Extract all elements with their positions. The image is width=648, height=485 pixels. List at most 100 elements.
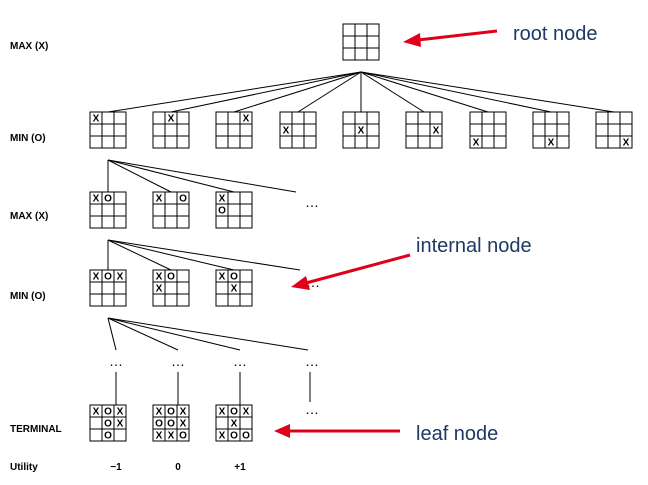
level-label-terminal: TERMINAL <box>10 424 62 435</box>
edge-root-child <box>360 71 425 113</box>
o-mark: O <box>104 419 112 430</box>
edge-min1-more <box>107 159 297 193</box>
edge-root-child <box>360 71 552 113</box>
board-frame <box>215 269 253 307</box>
edge-root-child <box>170 71 362 113</box>
edge-min2-child <box>107 317 309 351</box>
x-mark: X <box>93 194 100 205</box>
level-label-min-2: MIN (O) <box>10 291 46 302</box>
x-mark: X <box>168 114 175 125</box>
level-label-utility: Utility <box>10 462 38 473</box>
x-mark: X <box>156 431 163 442</box>
x-mark: X <box>231 284 238 295</box>
x-mark: X <box>231 419 238 430</box>
min1-board-5: X <box>342 111 380 149</box>
o-mark: O <box>104 407 112 418</box>
ellipsis-terminal: … <box>305 401 319 417</box>
board-frame <box>532 111 570 149</box>
min1-board-1: X <box>89 111 127 149</box>
edge-root-child <box>360 71 615 113</box>
arrow-internal-node <box>291 253 411 290</box>
edge-root-child <box>233 71 362 113</box>
edge-root-child <box>297 71 362 113</box>
x-mark: X <box>180 407 187 418</box>
edge-max2-child <box>107 239 235 271</box>
min1-board-9: X <box>595 111 633 149</box>
board-frame <box>152 111 190 149</box>
o-mark: O <box>167 419 175 430</box>
ellipsis-path-2: … <box>171 353 185 369</box>
board-frame <box>469 111 507 149</box>
o-mark: O <box>155 419 163 430</box>
x-mark: X <box>180 419 187 430</box>
board-frame <box>152 404 190 442</box>
arrow-leaf-node <box>274 424 400 438</box>
board-frame <box>89 269 127 307</box>
x-mark: X <box>243 114 250 125</box>
board-frame <box>89 191 127 229</box>
max2-board-3: XO <box>215 191 253 229</box>
x-mark: X <box>93 272 100 283</box>
edge-min2-child <box>107 317 179 351</box>
x-mark: X <box>473 138 480 149</box>
min1-board-7: X <box>469 111 507 149</box>
ellipsis-max2: … <box>305 194 319 210</box>
o-mark: O <box>167 272 175 283</box>
arrow-root-node <box>403 29 498 47</box>
utility-value-1: −1 <box>110 462 122 473</box>
x-mark: X <box>623 138 630 149</box>
o-mark: O <box>230 431 238 442</box>
board-frame <box>89 111 127 149</box>
utility-value-3: +1 <box>234 462 246 473</box>
x-mark: X <box>168 431 175 442</box>
ellipsis-path-4: … <box>305 353 319 369</box>
board-frame <box>342 111 380 149</box>
min1-board-6: X <box>405 111 443 149</box>
edge-min1-child <box>107 159 172 193</box>
callout-root-node: root node <box>513 23 598 45</box>
board-frame <box>215 191 253 229</box>
level-label-max-2: MAX (X) <box>10 211 48 222</box>
o-mark: O <box>104 194 112 205</box>
o-mark: O <box>179 431 187 442</box>
board-frame <box>152 269 190 307</box>
x-mark: X <box>117 407 124 418</box>
x-mark: X <box>219 272 226 283</box>
ellipsis-path-1: … <box>109 353 123 369</box>
x-mark: X <box>219 194 226 205</box>
x-mark: X <box>283 126 290 137</box>
x-mark: X <box>117 419 124 430</box>
board-frame <box>215 111 253 149</box>
board-frame <box>279 111 317 149</box>
min1-board-4: X <box>279 111 317 149</box>
ellipsis-path-3: … <box>233 353 247 369</box>
o-mark: O <box>230 407 238 418</box>
x-mark: X <box>156 272 163 283</box>
edge-max2-child <box>107 239 172 271</box>
min1-board-2: X <box>152 111 190 149</box>
x-mark: X <box>219 407 226 418</box>
level-label-min-1: MIN (O) <box>10 133 46 144</box>
board-frame <box>342 23 380 61</box>
callout-internal-node: internal node <box>416 235 532 257</box>
x-mark: X <box>156 407 163 418</box>
board-frame <box>89 404 127 442</box>
o-mark: O <box>230 272 238 283</box>
x-mark: X <box>358 126 365 137</box>
x-mark: X <box>219 431 226 442</box>
min1-board-3: X <box>215 111 253 149</box>
o-mark: O <box>242 431 250 442</box>
board-frame <box>595 111 633 149</box>
x-mark: X <box>433 126 440 137</box>
callout-leaf-node: leaf node <box>416 423 498 445</box>
o-mark: O <box>104 431 112 442</box>
edge-min2-child <box>107 317 241 351</box>
board-frame <box>215 404 253 442</box>
